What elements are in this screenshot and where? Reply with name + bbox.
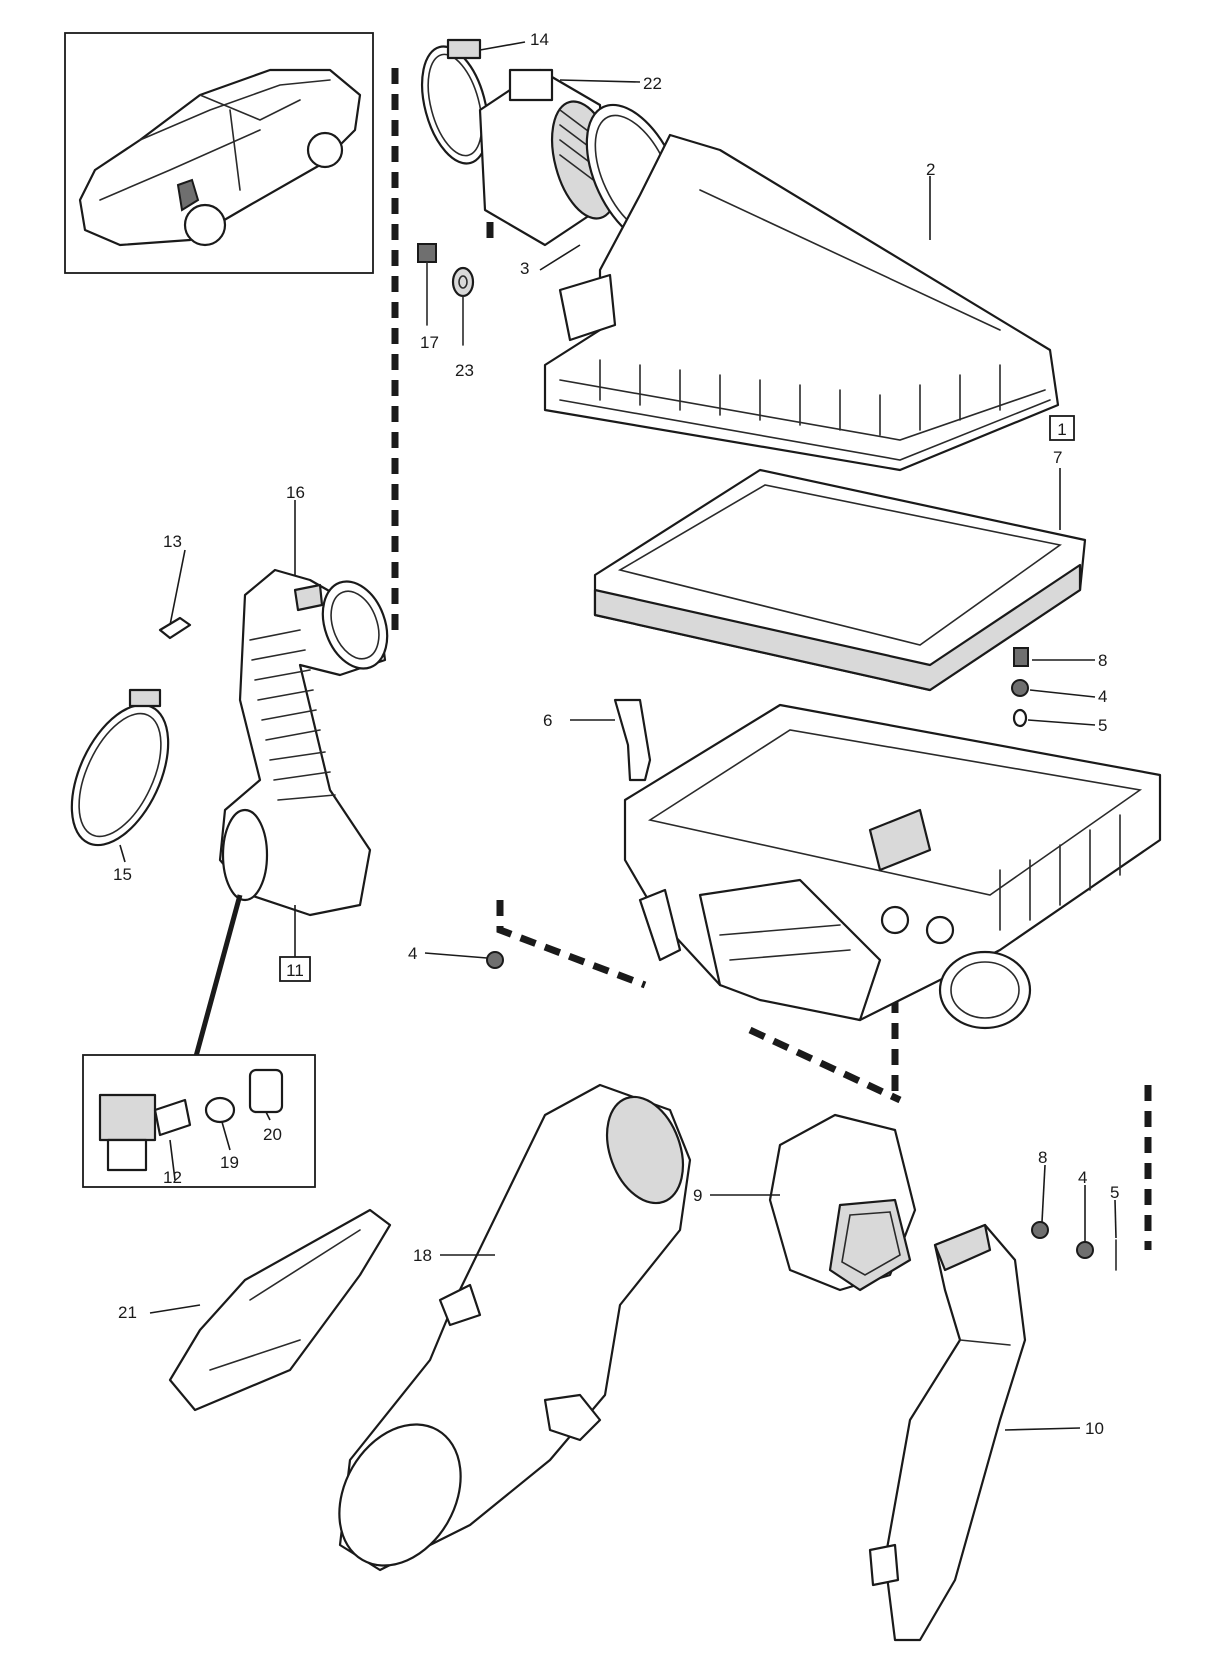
pin-13 — [158, 616, 192, 640]
hose-clamp-15 — [70, 688, 170, 847]
hose-piece-20 — [248, 1068, 284, 1114]
callout-16: 16 — [286, 483, 305, 502]
callout-19: 19 — [220, 1153, 239, 1172]
callout-14: 14 — [530, 30, 549, 49]
washer-23 — [451, 266, 475, 346]
callout-12: 12 — [163, 1168, 182, 1187]
intake-duct-18 — [338, 1083, 692, 1572]
part-11-label: 11 — [279, 956, 311, 982]
callout-4b: 4 — [408, 944, 417, 963]
callout-4a: 4 — [1098, 687, 1107, 706]
callout-21: 21 — [118, 1303, 137, 1322]
callout-8b: 8 — [1038, 1148, 1047, 1167]
bracket-6 — [613, 698, 652, 782]
sensor-detail-inset — [82, 1054, 316, 1188]
callout-4c: 4 — [1078, 1168, 1087, 1187]
callout-5b: 5 — [1110, 1183, 1119, 1202]
callout-18: 18 — [413, 1246, 432, 1265]
callout-numbers: 14 22 2 3 17 23 7 16 13 8 4 5 6 15 4 12 … — [113, 30, 1119, 1438]
callout-23: 23 — [455, 361, 474, 380]
washer-5-upper — [1012, 708, 1028, 728]
part-1-label: 1 — [1049, 415, 1075, 441]
bolt-8-upper — [1013, 647, 1029, 667]
nut-4-upper — [1011, 679, 1029, 697]
intake-hose-11 — [218, 568, 389, 917]
callout-5a: 5 — [1098, 716, 1107, 735]
callout-20: 20 — [263, 1125, 282, 1144]
air-cleaner-cover-2 — [543, 133, 1060, 472]
callout-9: 9 — [693, 1186, 702, 1205]
intake-elbow-9 — [768, 1113, 917, 1292]
callout-17: 17 — [420, 333, 439, 352]
callout-22: 22 — [643, 74, 662, 93]
intake-pipe-10 — [868, 1223, 1027, 1642]
air-cleaner-lower-housing — [623, 703, 1162, 1030]
callout-3: 3 — [520, 259, 529, 278]
callout-1: 1 — [1057, 420, 1066, 439]
clip-19 — [204, 1096, 236, 1124]
bolt-8-lower — [1031, 1221, 1049, 1239]
hose-clamp-14 — [421, 38, 489, 165]
callout-10: 10 — [1085, 1419, 1104, 1438]
screw-17 — [417, 243, 437, 326]
heat-shield-21 — [168, 1208, 392, 1412]
callout-8a: 8 — [1098, 651, 1107, 670]
callout-leaders — [119, 41, 1117, 1431]
callout-6: 6 — [543, 711, 552, 730]
air-filter-element-7 — [593, 468, 1087, 692]
sensor-12 — [98, 1093, 192, 1172]
nut-4-lower — [1076, 1241, 1094, 1259]
callout-11: 11 — [286, 961, 304, 980]
callout-13: 13 — [163, 532, 182, 551]
callout-2: 2 — [926, 160, 935, 179]
callout-7: 7 — [1053, 448, 1062, 467]
callout-15: 15 — [113, 865, 132, 884]
car-location-inset — [64, 32, 374, 274]
nut-4-middle — [486, 951, 504, 969]
